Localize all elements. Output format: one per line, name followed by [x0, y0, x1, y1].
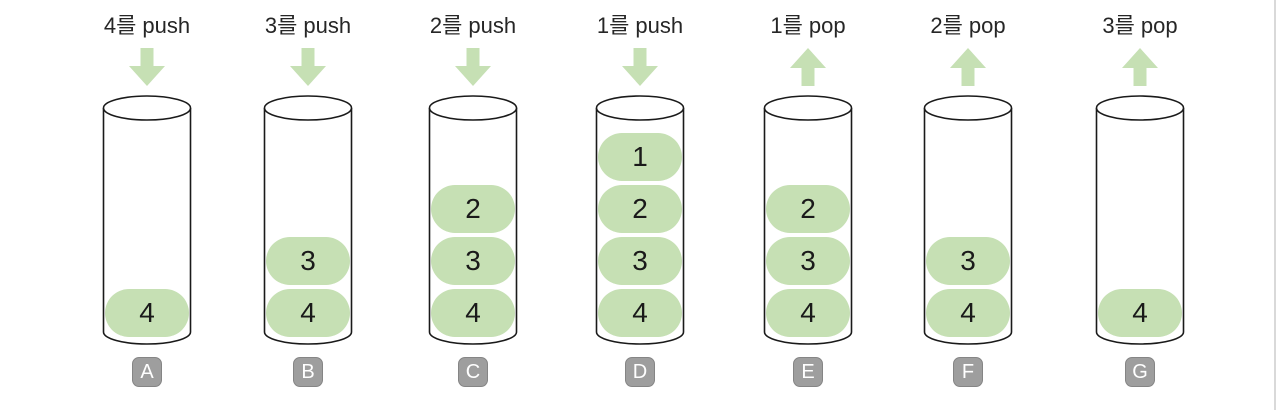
stack-cylinder: [923, 95, 1013, 345]
stack-item-pill: 2: [598, 185, 682, 233]
step-title: 1를 pop: [770, 13, 846, 38]
push-down-arrow-icon: [622, 48, 658, 86]
step-label-badge: E: [793, 357, 823, 387]
step-title: 4를 push: [103, 13, 191, 38]
stack-item-pill: 3: [431, 237, 515, 285]
push-down-arrow-icon: [129, 48, 165, 86]
step-column: 4를 push 4 A: [67, 0, 227, 410]
step-title: 3를 pop: [1102, 13, 1178, 38]
step-label-badge: B: [293, 357, 323, 387]
pop-up-arrow-icon: [790, 48, 826, 86]
step-label-badge: F: [953, 357, 983, 387]
stack-item-pill: 4: [105, 289, 189, 337]
step-label-badge: C: [458, 357, 488, 387]
stack-item-pill: 4: [766, 289, 850, 337]
stack-item-pill: 3: [926, 237, 1010, 285]
step-label-badge-text: E: [801, 360, 815, 383]
step-title: 1를 push: [596, 13, 684, 38]
stack-item-pill: 4: [926, 289, 1010, 337]
step-label-badge-text: F: [961, 360, 975, 383]
stack-item-pill: 3: [766, 237, 850, 285]
step-label-badge: A: [132, 357, 162, 387]
pop-up-arrow-icon: [950, 48, 986, 86]
stack-item-pill: 4: [266, 289, 350, 337]
stack-items: 4: [1060, 0, 1220, 410]
step-label-badge-text: D: [632, 360, 648, 383]
stack-cylinder: [263, 95, 353, 345]
pop-up-arrow-icon: [1122, 48, 1158, 86]
stack-item-pill: 3: [266, 237, 350, 285]
stack-items: 4: [67, 0, 227, 410]
step-column: 3를 pop 4 G: [1060, 0, 1220, 410]
push-down-arrow-icon: [290, 48, 326, 86]
push-down-arrow-icon: [455, 48, 491, 86]
stack-item-pill: 1: [598, 133, 682, 181]
step-title: 2를 push: [429, 13, 517, 38]
step-label-badge-text: B: [301, 360, 315, 383]
right-edge-divider: [1274, 0, 1276, 410]
step-title: 2를 pop: [930, 13, 1006, 38]
step-label-badge-text: C: [465, 360, 481, 383]
step-title: 3를 push: [264, 13, 352, 38]
stack-item-pill: 4: [598, 289, 682, 337]
stack-item-pill: 2: [431, 185, 515, 233]
stack-cylinder: [1095, 95, 1185, 345]
stack-item-pill: 4: [431, 289, 515, 337]
step-label-badge-text: G: [1132, 360, 1148, 383]
step-label-badge-text: A: [140, 360, 154, 383]
step-label-badge: G: [1125, 357, 1155, 387]
stack-cylinder: [102, 95, 192, 345]
stack-item-pill: 2: [766, 185, 850, 233]
stack-item-pill: 4: [1098, 289, 1182, 337]
stack-item-pill: 3: [598, 237, 682, 285]
step-label-badge: D: [625, 357, 655, 387]
